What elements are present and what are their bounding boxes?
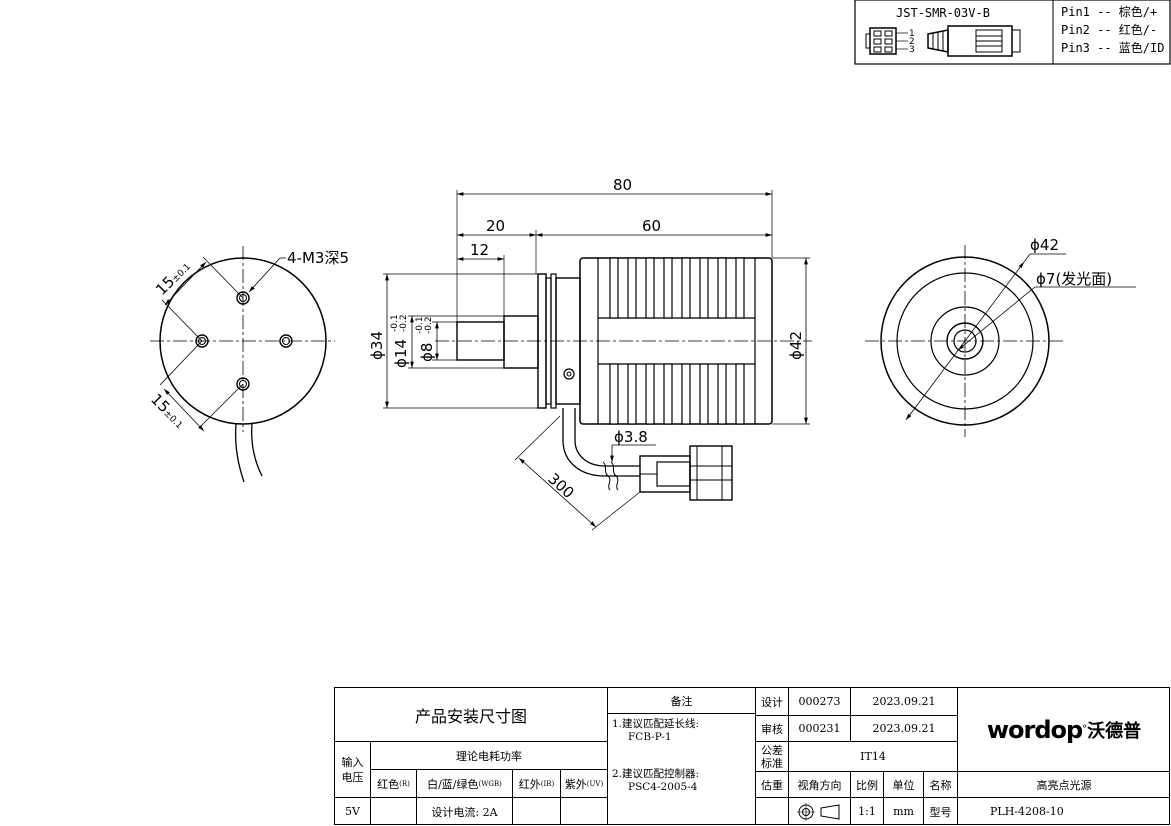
svg-text:3: 3 (909, 45, 915, 55)
svg-text:-0.2: -0.2 (424, 316, 434, 334)
screw-holes-label: 4-M3深5 (287, 249, 349, 267)
svg-text:-0.2: -0.2 (399, 314, 409, 332)
svg-text:2: 2 (909, 37, 915, 47)
svg-text:-0.1: -0.1 (390, 314, 400, 332)
col-red: 红色(R) (371, 770, 417, 798)
dim-tip-length: 12 (470, 241, 489, 259)
company-logo: wordop°沃德普 (958, 688, 1170, 772)
cell-uv-value (561, 798, 608, 825)
input-voltage-label: 输入 电压 (335, 742, 371, 798)
tolerance-value: IT14 (789, 742, 958, 772)
name-label: 名称 (924, 772, 958, 798)
notes-header: 备注 (608, 688, 756, 714)
dim-heatsink-dia: ϕ42 (787, 331, 805, 360)
design-current: 设计电流: 2A (417, 798, 513, 825)
weight-value (756, 798, 789, 825)
dim-cable-dia: ϕ3.8 (614, 428, 648, 446)
dim-cable-length: 300 (544, 470, 577, 503)
view-label: 视角方向 (789, 772, 851, 798)
pin1-label: Pin1 -- 棕色/+ (1061, 4, 1157, 19)
model-value: PLH-4208-10 (990, 805, 1064, 818)
unit-label: 单位 (884, 772, 924, 798)
connector-model: JST-SMR-03V-B (896, 6, 990, 20)
dim-tip-dia: ϕ8 -0.1 -0.2 (415, 316, 436, 362)
voltage-value: 5V (335, 798, 371, 825)
dim-body-dia: ϕ34 (368, 331, 386, 360)
hole-spacing-top: 15±0.1 (152, 257, 194, 299)
design-label: 设计 (756, 688, 789, 716)
scale-label: 比例 (851, 772, 884, 798)
cell-red-value (371, 798, 417, 825)
svg-text:ϕ14: ϕ14 (392, 339, 410, 368)
drawing-title: 产品安装尺寸图 (335, 688, 608, 742)
col-ir: 红外(IR) (513, 770, 561, 798)
name-value: 高亮点光源 (958, 772, 1170, 798)
dim-emit-dia: ϕ7(发光面) (1036, 270, 1112, 288)
power-header: 理论电耗功率 (371, 742, 608, 770)
dim-front-length: 20 (486, 217, 505, 235)
pin3-label: Pin3 -- 蓝色/ID (1061, 41, 1164, 55)
side-view (383, 190, 812, 531)
cell-ir-value (513, 798, 561, 825)
svg-text:-0.1: -0.1 (415, 316, 425, 334)
scale-value: 1:1 (851, 798, 884, 825)
dim-heatsink-length: 60 (642, 217, 661, 235)
model-label: 型号 (924, 798, 958, 825)
unit-value: mm (884, 798, 924, 825)
svg-text:ϕ8: ϕ8 (418, 343, 436, 362)
col-wgb: 白/蓝/绿色(WGB) (417, 770, 513, 798)
review-label: 审核 (756, 716, 789, 742)
front-end-view (150, 246, 335, 483)
design-date: 2023.09.21 (851, 688, 958, 716)
review-date: 2023.09.21 (851, 716, 958, 742)
col-uv: 紫外(UV) (561, 770, 608, 798)
dim-end-dia: ϕ42 (1030, 236, 1059, 254)
connector-info-box: JST-SMR-03V-B 1 2 3 Pin1 -- 棕色/+ Pi (854, 0, 1171, 65)
connector-side-icon (927, 25, 1021, 57)
tolerance-label: 公差 标准 (756, 742, 789, 772)
connector-pinout-icon: 1 2 3 (865, 27, 915, 55)
hole-spacing-bottom: 15±0.1 (147, 390, 189, 432)
pin2-label: Pin2 -- 红色/- (1061, 22, 1157, 37)
notes-body: 1.建议匹配延长线: FCB-P-1 2.建议匹配控制器: PSC4-2005-… (608, 714, 756, 825)
dim-shaft-dia: ϕ14 -0.1 -0.2 (390, 314, 410, 368)
dim-overall-length: 80 (613, 176, 632, 194)
weight-label: 估重 (756, 772, 789, 798)
projection-icon (789, 798, 851, 825)
svg-text:1: 1 (909, 29, 915, 39)
review-code: 000231 (789, 716, 851, 742)
emitter-end-view (865, 245, 1136, 437)
design-code: 000273 (789, 688, 851, 716)
title-block: 产品安装尺寸图 输入 电压 理论电耗功率 红色(R) 白/蓝/绿色(WGB) 红… (334, 687, 1170, 825)
